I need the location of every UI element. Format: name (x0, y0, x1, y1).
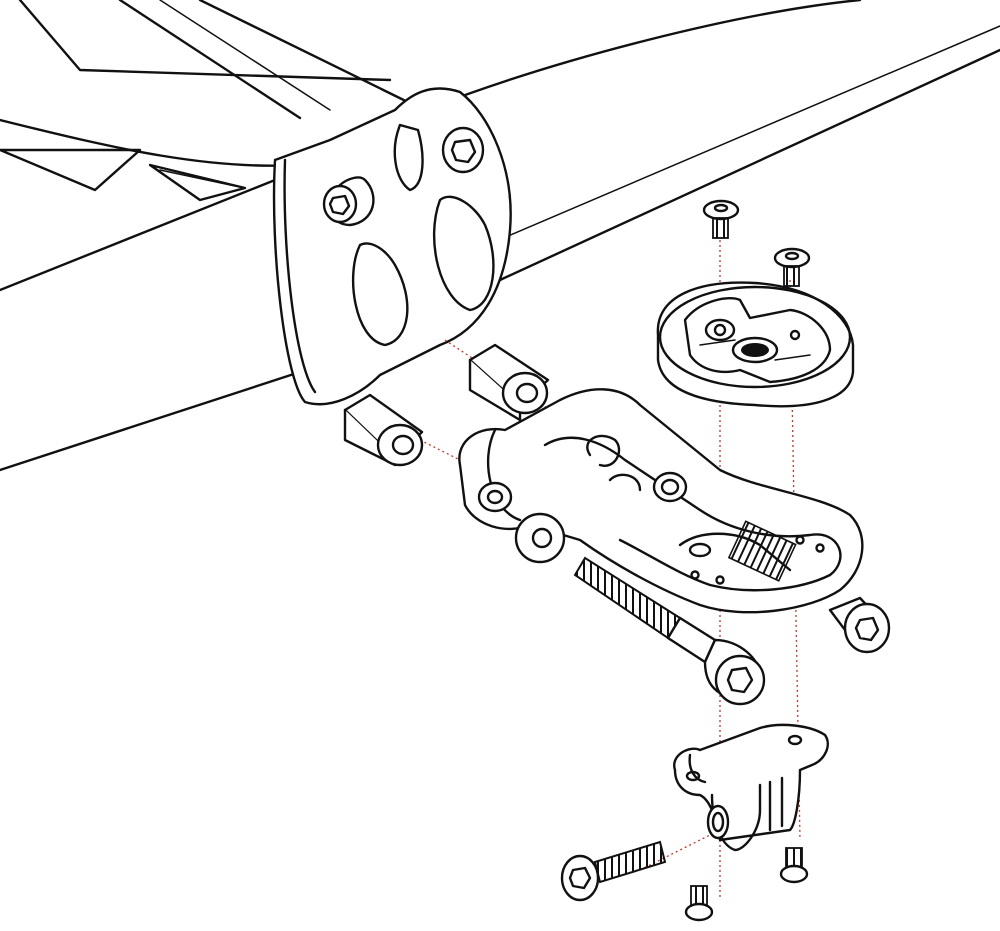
adapter-bolt (560, 840, 667, 902)
cradle-screw-right (773, 247, 811, 287)
spacer-upper (468, 343, 550, 422)
adapter-screw-right (779, 847, 809, 884)
clamp-bolt-lower (322, 184, 358, 224)
adapter-screw-left (684, 885, 714, 922)
clamp-bolt-upper (441, 126, 485, 174)
side-bolt-head (828, 596, 891, 654)
spacer-lower (343, 393, 424, 467)
washer (514, 512, 566, 564)
cradle-screw-left (702, 199, 740, 239)
stem-clamp (272, 87, 512, 406)
mount-arm (458, 388, 864, 614)
handlebar (0, 0, 1000, 472)
accessory-adapter (673, 723, 829, 852)
computer-cradle (656, 281, 855, 408)
stem-body (0, 0, 422, 202)
long-bolt (573, 556, 766, 706)
